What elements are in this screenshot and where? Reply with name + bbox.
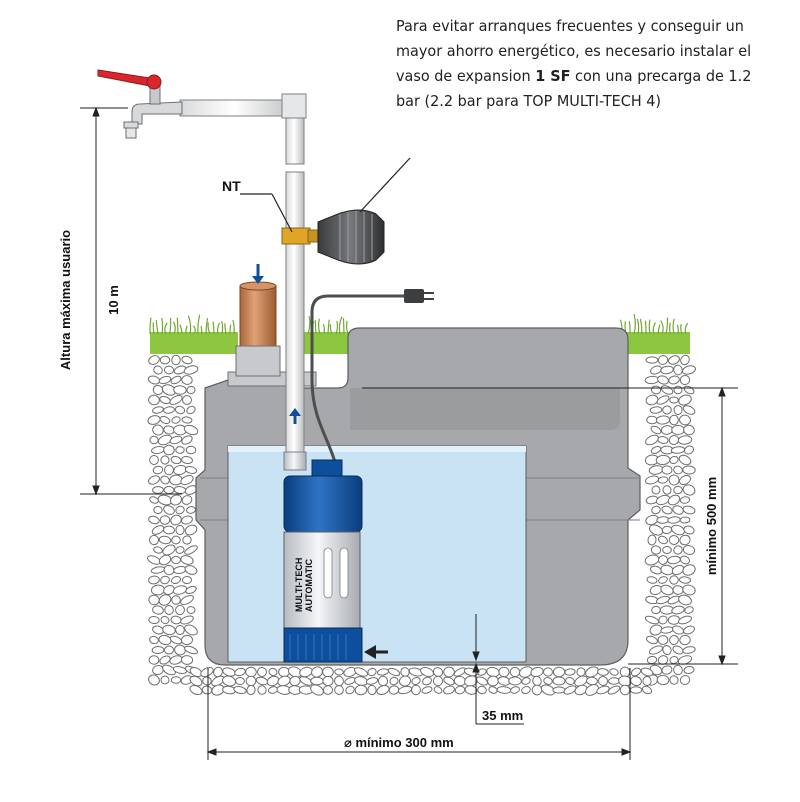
- nt-fitting: [281, 227, 323, 245]
- pump-brand-line2: AUTOMATIC: [304, 558, 314, 612]
- expansion-vessel-note: Para evitar arranques frecuentes y conse…: [396, 14, 759, 114]
- gravel-pit: [147, 352, 696, 696]
- suction-arrow-icon: [364, 645, 388, 659]
- note-leader-line: [359, 157, 411, 213]
- nt-label: NT: [222, 178, 241, 194]
- diameter-label: ⌀ mínimo 300 mm: [344, 735, 454, 750]
- min-height-dimension: [362, 386, 738, 666]
- min-height-label: mínimo 500 mm: [704, 477, 719, 575]
- expansion-vessel: [317, 209, 385, 265]
- note-text-part2: con una precarga de 1.2 bar (2.2 bar par…: [396, 67, 752, 110]
- power-plug-icon: [404, 289, 434, 303]
- valve-handle-icon: [97, 69, 162, 90]
- diameter-dimension: [206, 668, 632, 760]
- submersible-pump: MULTI-TECH AUTOMATIC: [283, 459, 363, 663]
- upflow-arrow-icon: [289, 408, 301, 424]
- note-text-part1: Para evitar arranques frecuentes y conse…: [396, 17, 752, 85]
- inlet-riser: [235, 281, 281, 377]
- clearance-label: 35 mm: [482, 708, 523, 723]
- note-highlight: 1 SF: [535, 67, 571, 85]
- height-dimension: [80, 106, 182, 496]
- height-value-label: 10 m: [106, 285, 121, 315]
- faucet: [97, 69, 183, 139]
- inflow-arrow-icon: [252, 264, 264, 284]
- water: [227, 445, 527, 663]
- clearance-dimension: [472, 614, 524, 725]
- pump-brand-line1: MULTI-TECH: [294, 558, 304, 612]
- power-cable: [310, 294, 404, 467]
- height-axis-label: Altura máxima usuario: [58, 230, 73, 370]
